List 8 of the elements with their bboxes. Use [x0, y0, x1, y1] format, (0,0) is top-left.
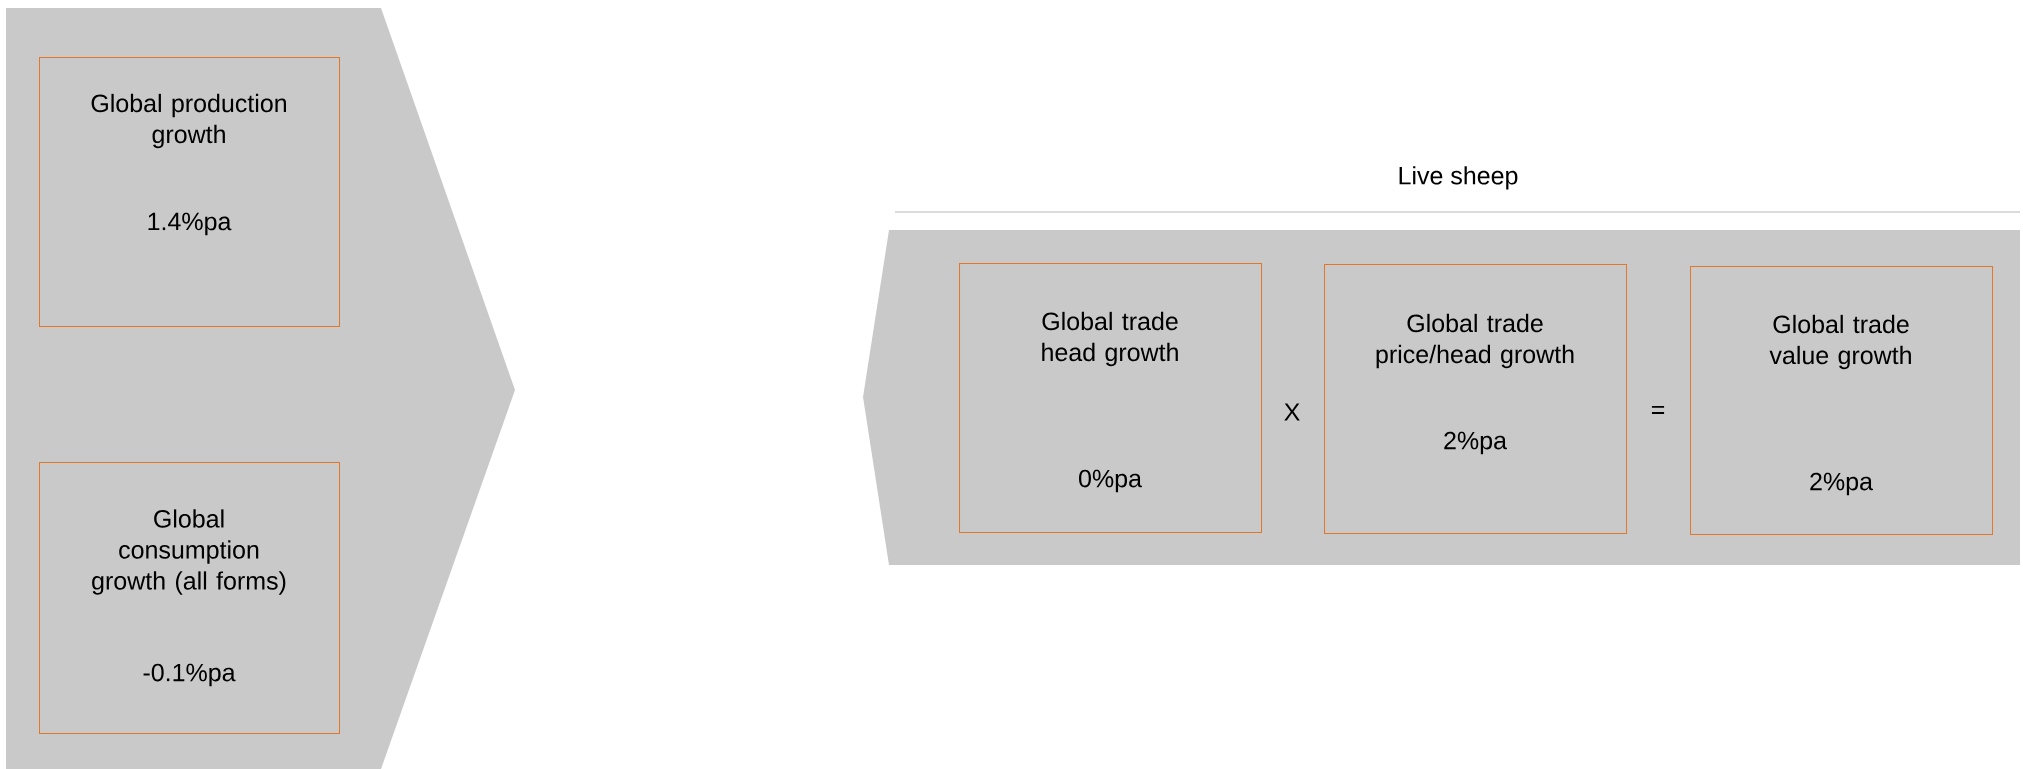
- value-box: Global trade head growth 0%pa: [959, 263, 1262, 533]
- operator-sign: =: [1651, 405, 1665, 414]
- value-box: Global production growth 1.4%pa: [39, 57, 340, 327]
- value-box: Global trade price/head growth 2%pa: [1324, 264, 1627, 534]
- node-label: Live sheep: [1399, 166, 1518, 190]
- operator-sign: X: [1284, 403, 1300, 421]
- value-box: Global consumption growth (all forms) -0.1%pa: [39, 462, 340, 734]
- value-box: Global trade value growth 2%pa: [1690, 266, 1993, 535]
